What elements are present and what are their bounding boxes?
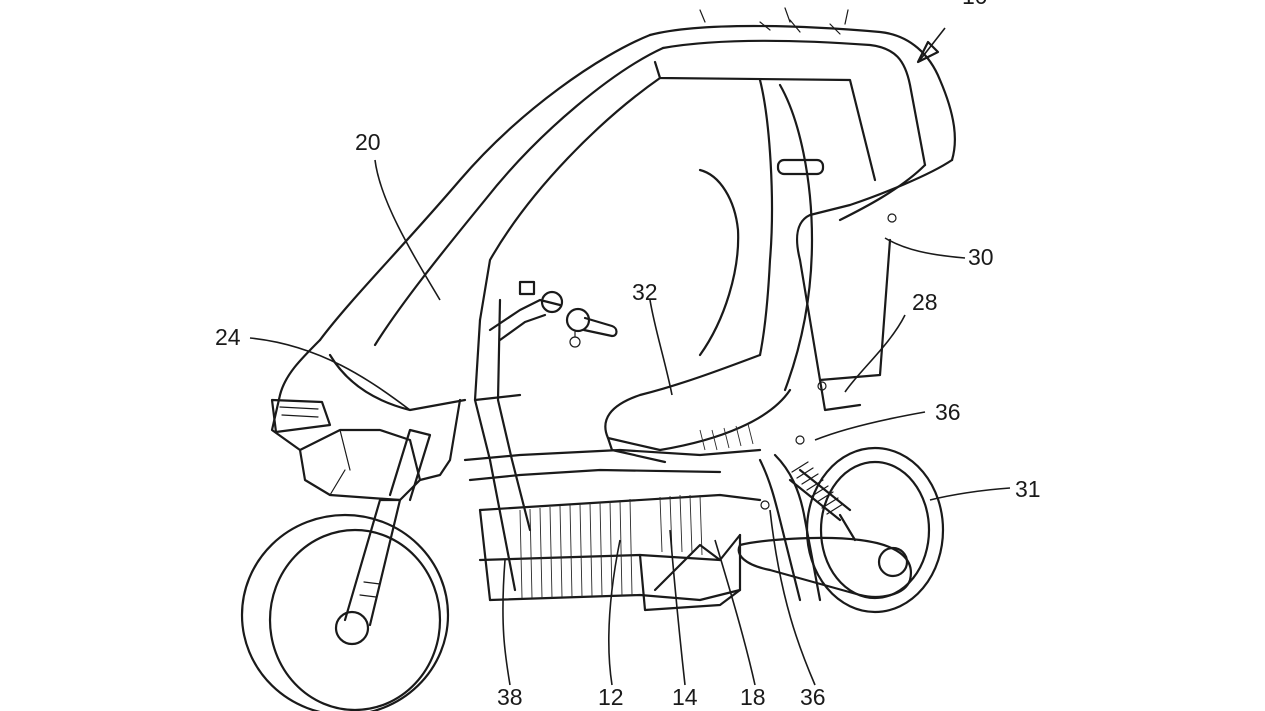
ref-24: 24	[215, 324, 241, 350]
ref-31: 31	[1015, 476, 1041, 502]
front-wheel	[240, 428, 450, 711]
ref-12: 12	[598, 684, 624, 710]
roof-canopy	[318, 7, 956, 347]
floor-battery	[463, 423, 762, 612]
rear-swingarm	[758, 435, 857, 602]
frame	[473, 298, 532, 592]
front-fairing	[270, 338, 467, 502]
rear-wheel	[737, 446, 945, 614]
ref-18: 18	[740, 684, 766, 710]
ref-38: 38	[497, 684, 523, 710]
ref-36-upper: 36	[935, 399, 961, 425]
ref-28: 28	[912, 289, 938, 315]
ref-10: 10	[962, 0, 988, 9]
seat	[604, 78, 825, 464]
handlebar	[488, 280, 618, 348]
leader-lines	[249, 27, 1011, 686]
ref-32: 32	[632, 279, 658, 305]
ref-36-lower: 36	[800, 684, 826, 710]
ref-14: 14	[672, 684, 698, 710]
ref-30: 30	[968, 244, 994, 270]
reference-numerals: 10 20 24 30 32 28 36 31 38 12 14 18 36	[215, 0, 1041, 710]
ref-20: 20	[355, 129, 381, 155]
rear-panel	[795, 158, 954, 412]
